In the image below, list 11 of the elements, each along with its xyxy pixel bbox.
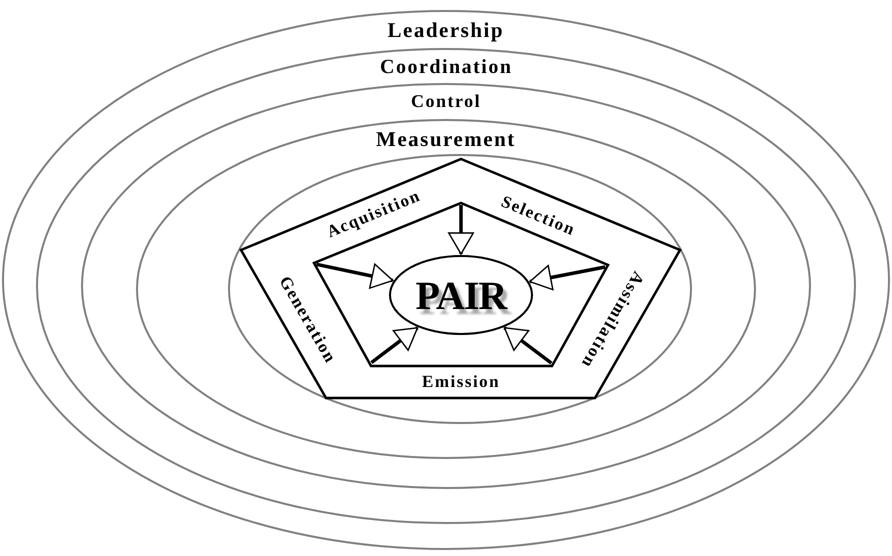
ring-label: Measurement xyxy=(376,126,516,152)
arrow xyxy=(370,326,419,364)
center-label: PAIR xyxy=(416,272,506,318)
ring-label: Control xyxy=(411,90,482,112)
arrow xyxy=(316,262,394,289)
arrow xyxy=(529,264,606,290)
side-label: Emission xyxy=(422,372,500,392)
arrow xyxy=(503,326,552,364)
ring-label: Leadership xyxy=(388,18,504,42)
ring-label: Coordination xyxy=(380,56,512,78)
arrow xyxy=(448,205,474,255)
